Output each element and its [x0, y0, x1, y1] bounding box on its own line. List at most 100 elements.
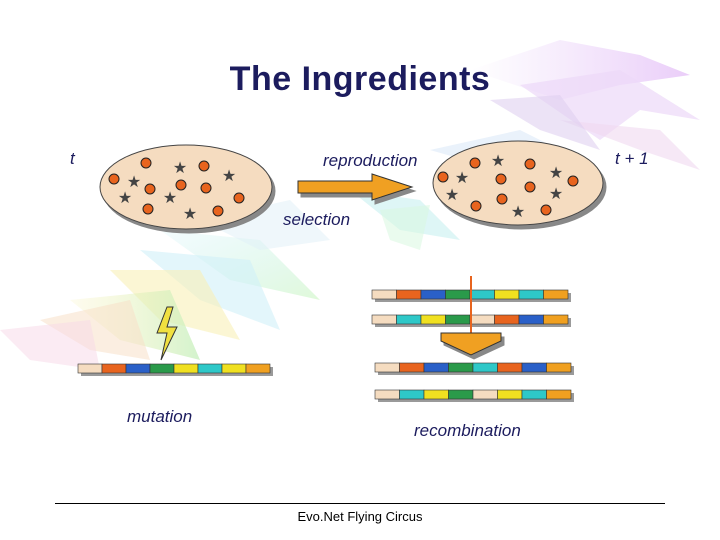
individual-circle — [496, 193, 508, 205]
gene-segment — [543, 314, 569, 325]
gene-segment — [221, 363, 247, 374]
reproduction-arrow — [297, 173, 414, 201]
recombination-arrow — [440, 332, 502, 356]
svg-text:★: ★ — [118, 188, 132, 207]
individual-circle — [524, 181, 536, 193]
label-t: t — [70, 149, 75, 168]
gene-segment — [77, 363, 103, 374]
svg-text:★: ★ — [127, 172, 141, 191]
gene-segment — [521, 362, 547, 373]
individual-star: ★ — [183, 204, 197, 223]
individual-circle — [144, 183, 156, 195]
svg-text:★: ★ — [222, 166, 236, 185]
gene-segment — [125, 363, 151, 374]
gene-segment — [518, 289, 544, 300]
label-selection: selection — [283, 210, 351, 229]
individual-star: ★ — [491, 151, 505, 170]
label-mutation: mutation — [127, 407, 193, 426]
chromosome-parent-a — [371, 289, 571, 302]
gene-segment — [518, 314, 544, 325]
label-recombination: recombination — [414, 421, 521, 440]
svg-text:★: ★ — [445, 185, 459, 204]
svg-text:★: ★ — [183, 204, 197, 223]
gene-segment — [497, 362, 523, 373]
gene-segment — [101, 363, 127, 374]
gene-segment — [445, 289, 471, 300]
page-title: The Ingredients — [229, 60, 491, 98]
gene-segment — [423, 389, 449, 400]
gene-segment — [245, 363, 271, 374]
gene-segment — [371, 289, 397, 300]
individual-star: ★ — [549, 163, 563, 182]
individual-circle — [142, 203, 154, 215]
individual-star: ★ — [445, 185, 459, 204]
gene-segment — [420, 289, 446, 300]
gene-segment — [469, 314, 495, 325]
gene-segment — [497, 389, 523, 400]
individual-circle — [567, 175, 579, 187]
gene-segment — [149, 363, 175, 374]
gene-segment — [494, 314, 520, 325]
chromosome-offspring-b — [374, 389, 574, 402]
individual-circle — [140, 157, 152, 169]
gene-segment — [399, 362, 425, 373]
individual-circle — [469, 157, 481, 169]
svg-text:★: ★ — [549, 163, 563, 182]
gene-segment — [469, 289, 495, 300]
svg-text:★: ★ — [491, 151, 505, 170]
lightning-icon — [156, 306, 178, 361]
gene-segment — [399, 389, 425, 400]
gene-segment — [472, 389, 498, 400]
individual-star: ★ — [127, 172, 141, 191]
gene-segment — [423, 362, 449, 373]
individuals-t: ★ ★ ★ ★ ★ ★ — [108, 157, 245, 223]
individual-star: ★ — [173, 158, 187, 177]
individual-circle — [524, 158, 536, 170]
svg-text:★: ★ — [511, 202, 525, 221]
individual-star: ★ — [455, 168, 469, 187]
label-t-plus-1: t + 1 — [615, 149, 649, 168]
individual-star: ★ — [118, 188, 132, 207]
gene-segment — [173, 363, 199, 374]
svg-text:★: ★ — [173, 158, 187, 177]
gene-segment — [546, 362, 572, 373]
svg-text:★: ★ — [455, 168, 469, 187]
gene-segment — [371, 314, 397, 325]
individual-circle — [200, 182, 212, 194]
gene-segment — [445, 314, 471, 325]
gene-segment — [543, 289, 569, 300]
svg-text:★: ★ — [163, 188, 177, 207]
individual-circle — [540, 204, 552, 216]
gene-segment — [546, 389, 572, 400]
gene-segment — [374, 362, 400, 373]
individual-circle — [470, 200, 482, 212]
gene-segment — [448, 389, 474, 400]
individual-circle — [108, 173, 120, 185]
individual-star: ★ — [163, 188, 177, 207]
gene-segment — [521, 389, 547, 400]
gene-segment — [197, 363, 223, 374]
individual-star: ★ — [222, 166, 236, 185]
gene-segment — [396, 314, 422, 325]
individual-circle — [175, 179, 187, 191]
swoosh-middle — [350, 190, 460, 250]
individual-circle — [212, 205, 224, 217]
gene-segment — [420, 314, 446, 325]
gene-segment — [396, 289, 422, 300]
individual-circle — [495, 173, 507, 185]
label-reproduction: reproduction — [323, 151, 418, 170]
svg-text:★: ★ — [549, 184, 563, 203]
gene-segment — [448, 362, 474, 373]
footer-text: Evo.Net Flying Circus — [297, 509, 423, 524]
individual-circle — [198, 160, 210, 172]
gene-segment — [374, 389, 400, 400]
footer-divider — [55, 503, 665, 504]
individual-circle — [233, 192, 245, 204]
chromosome-mutant — [77, 363, 273, 376]
individuals-t-plus-1: ★ ★ ★ ★ ★ ★ — [437, 151, 579, 221]
individual-star: ★ — [549, 184, 563, 203]
individual-circle — [437, 171, 449, 183]
individual-star: ★ — [511, 202, 525, 221]
chromosome-offspring-a — [374, 362, 574, 375]
